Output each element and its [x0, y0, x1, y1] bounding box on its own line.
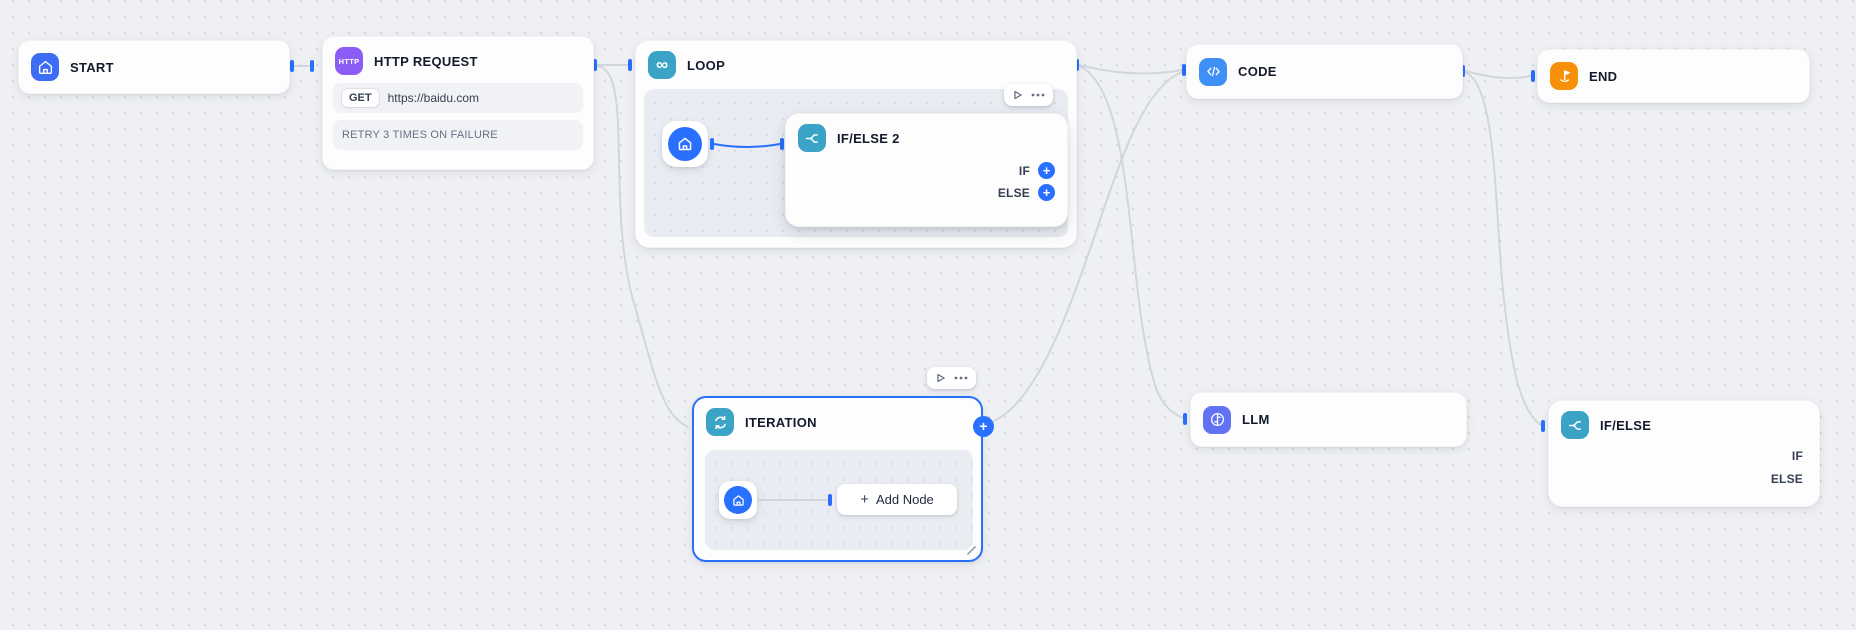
http-icon: HTTP	[335, 47, 363, 75]
branch-label: IF	[1791, 449, 1803, 463]
node-llm[interactable]: LLM	[1190, 392, 1467, 447]
add-branch-node-button[interactable]: +	[1038, 162, 1055, 179]
add-node-label: Add Node	[875, 492, 934, 507]
branch-icon	[798, 124, 826, 152]
branch-label: IF	[1018, 163, 1030, 178]
edge-loop-llm[interactable]	[1078, 65, 1184, 419]
edge-code-ifelse[interactable]	[1464, 71, 1542, 426]
resize-grip[interactable]	[966, 545, 976, 555]
more-icon[interactable]	[1031, 93, 1045, 97]
port-ifelse-in[interactable]	[1541, 420, 1545, 432]
code-icon	[1199, 57, 1227, 86]
home-icon	[724, 486, 752, 514]
node-end[interactable]: END	[1537, 49, 1810, 103]
node-iteration[interactable]: ITERATION + Add Node	[692, 396, 983, 562]
branch-icon	[1561, 411, 1589, 439]
node-title: END	[1589, 68, 1618, 84]
end-flag-icon	[1550, 62, 1578, 90]
http-request-summary: GET https://baidu.com	[333, 83, 583, 113]
http-retry-note: RETRY 3 TIMES ON FAILURE	[342, 129, 498, 141]
http-method-badge: GET	[342, 89, 379, 107]
llm-brain-icon	[1203, 405, 1231, 434]
node-title: LLM	[1242, 412, 1270, 427]
http-retry-row: RETRY 3 TIMES ON FAILURE	[333, 120, 583, 150]
node-title: START	[70, 59, 114, 75]
node-title: IF/ELSE	[1600, 417, 1652, 433]
node-code[interactable]: CODE	[1186, 44, 1463, 99]
port-start-out[interactable]	[290, 60, 294, 72]
edge-loop-code[interactable]	[1078, 64, 1183, 75]
port-end-in[interactable]	[1531, 70, 1535, 82]
node-title: CODE	[1238, 64, 1277, 79]
iteration-out-plus-button[interactable]: +	[973, 416, 994, 437]
home-icon	[31, 53, 59, 81]
node-start[interactable]: START	[18, 40, 290, 94]
branch-row-if: IF	[1792, 449, 1803, 463]
port-llm-in[interactable]	[1183, 413, 1187, 425]
node-title: ITERATION	[745, 414, 817, 430]
iteration-icon	[706, 408, 734, 436]
http-url: https://baidu.com	[387, 91, 480, 105]
loop-icon: ∞	[648, 51, 676, 79]
node-title: HTTP REQUEST	[374, 53, 478, 69]
branch-label: ELSE	[997, 185, 1030, 200]
node-if-else[interactable]: IF/ELSE IF ELSE	[1548, 400, 1820, 507]
iteration-start-node[interactable]	[719, 481, 757, 519]
port-loop-in[interactable]	[628, 59, 632, 71]
branch-row-else: ELSE +	[998, 184, 1055, 201]
node-toolbar	[1004, 84, 1053, 106]
edge-http-iteration[interactable]	[596, 65, 689, 428]
port-code-in[interactable]	[1182, 64, 1186, 76]
loop-start-node[interactable]	[662, 121, 708, 167]
run-icon[interactable]	[1012, 89, 1023, 101]
node-toolbar	[927, 367, 976, 389]
plus-icon: +	[860, 490, 869, 508]
node-http-request[interactable]: HTTP HTTP REQUEST GET https://baidu.com …	[322, 36, 594, 170]
run-icon[interactable]	[935, 372, 946, 384]
node-title: LOOP	[687, 57, 726, 73]
edge-iteration-code[interactable]	[985, 71, 1183, 425]
node-title: IF/ELSE 2	[837, 130, 900, 146]
add-node-button[interactable]: + Add Node	[837, 484, 957, 515]
branch-row-else: ELSE	[1771, 472, 1803, 486]
branch-row-if: IF +	[1019, 162, 1055, 179]
more-icon[interactable]	[954, 376, 968, 380]
port-http-in[interactable]	[310, 60, 314, 72]
node-if-else-2[interactable]: IF/ELSE 2 IF + ELSE +	[785, 113, 1068, 227]
add-branch-node-button[interactable]: +	[1038, 184, 1055, 201]
edge-code-end[interactable]	[1464, 70, 1532, 80]
branch-label: ELSE	[1770, 472, 1803, 486]
home-icon	[668, 127, 702, 161]
port-http-out[interactable]	[593, 59, 597, 71]
